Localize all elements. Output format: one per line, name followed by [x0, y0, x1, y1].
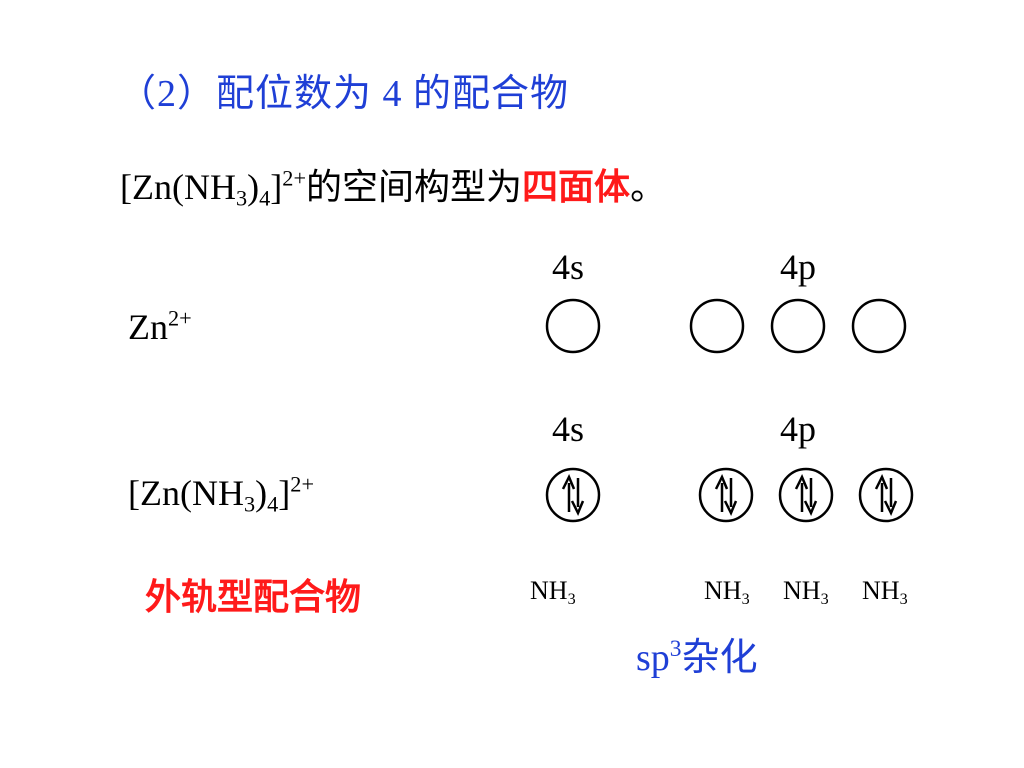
species-text: Zn: [128, 307, 168, 347]
hybrid-superscript: 3: [669, 635, 682, 662]
ligand-subscript: 3: [899, 590, 908, 608]
species-subscript: 3: [243, 491, 256, 517]
complex-4p-label: 4p: [780, 409, 816, 449]
species-text: ]: [278, 473, 291, 513]
species-charge: 2+: [290, 471, 315, 497]
zn-orbitals: [545, 298, 907, 354]
spin-up-arrow: [874, 473, 889, 512]
hybrid-suffix: 杂化: [681, 637, 758, 679]
hybridization-label: sp3杂化: [636, 626, 758, 681]
formula-text: ]: [270, 167, 283, 207]
formula-subscript: 4: [259, 185, 271, 211]
orbital-circle: [851, 298, 907, 354]
orbital-circle: [778, 467, 834, 523]
complex-ion-label: [Zn(NH3)4]2+: [128, 471, 315, 517]
orbital-circle: [698, 467, 754, 523]
orbital-circle: [545, 467, 601, 523]
hybrid-text: sp: [636, 637, 670, 679]
ligand-subscript: 3: [820, 590, 829, 608]
geometry-statement: [Zn(NH3)4]2+的空间构型为四面体。: [120, 158, 666, 210]
ligand-text: NH: [530, 576, 568, 605]
species-subscript: 4: [267, 491, 279, 517]
spin-down-arrow: [723, 478, 738, 517]
zn-ion-label: Zn2+: [128, 306, 192, 348]
ligand-text: NH: [862, 576, 900, 605]
ligand-label: NH3: [783, 576, 829, 608]
spin-up-arrow: [561, 473, 576, 512]
spin-up-arrow: [714, 473, 729, 512]
ligand-label: NH3: [862, 576, 908, 608]
spin-up-arrow: [794, 473, 809, 512]
formula-charge: 2+: [282, 165, 307, 191]
species-charge: 2+: [168, 305, 192, 331]
spin-down-arrow: [883, 478, 898, 517]
orbital-circle: [689, 298, 745, 354]
zn-4p-label: 4p: [780, 247, 816, 287]
statement-text: 的空间构型为: [306, 167, 523, 207]
ligand-text: NH: [704, 576, 742, 605]
ligand-text: NH: [783, 576, 821, 605]
ligand-subscript: 3: [567, 590, 576, 608]
statement-period: 。: [630, 167, 667, 207]
zn-4s-label: 4s: [552, 247, 585, 287]
formula-text: ): [247, 167, 260, 207]
spin-down-arrow: [570, 478, 585, 517]
ligand-label: NH3: [704, 576, 750, 608]
spin-down-arrow: [803, 478, 818, 517]
orbital-circle: [858, 467, 914, 523]
species-text: [Zn(NH: [128, 473, 244, 513]
formula-text: [Zn(NH: [120, 167, 236, 207]
complex-type-label: 外轨型配合物: [145, 577, 362, 617]
ligand-subscript: 3: [741, 590, 750, 608]
orbital-circle: [770, 298, 826, 354]
complex-orbitals: [545, 467, 914, 523]
ligand-label: NH3: [530, 576, 576, 608]
slide-title: （2）配位数为 4 的配合物: [118, 73, 570, 115]
species-text: ): [255, 473, 268, 513]
geometry-name: 四面体: [522, 167, 631, 207]
orbital-circle: [545, 298, 601, 354]
complex-4s-label: 4s: [552, 409, 585, 449]
formula-subscript: 3: [235, 185, 248, 211]
